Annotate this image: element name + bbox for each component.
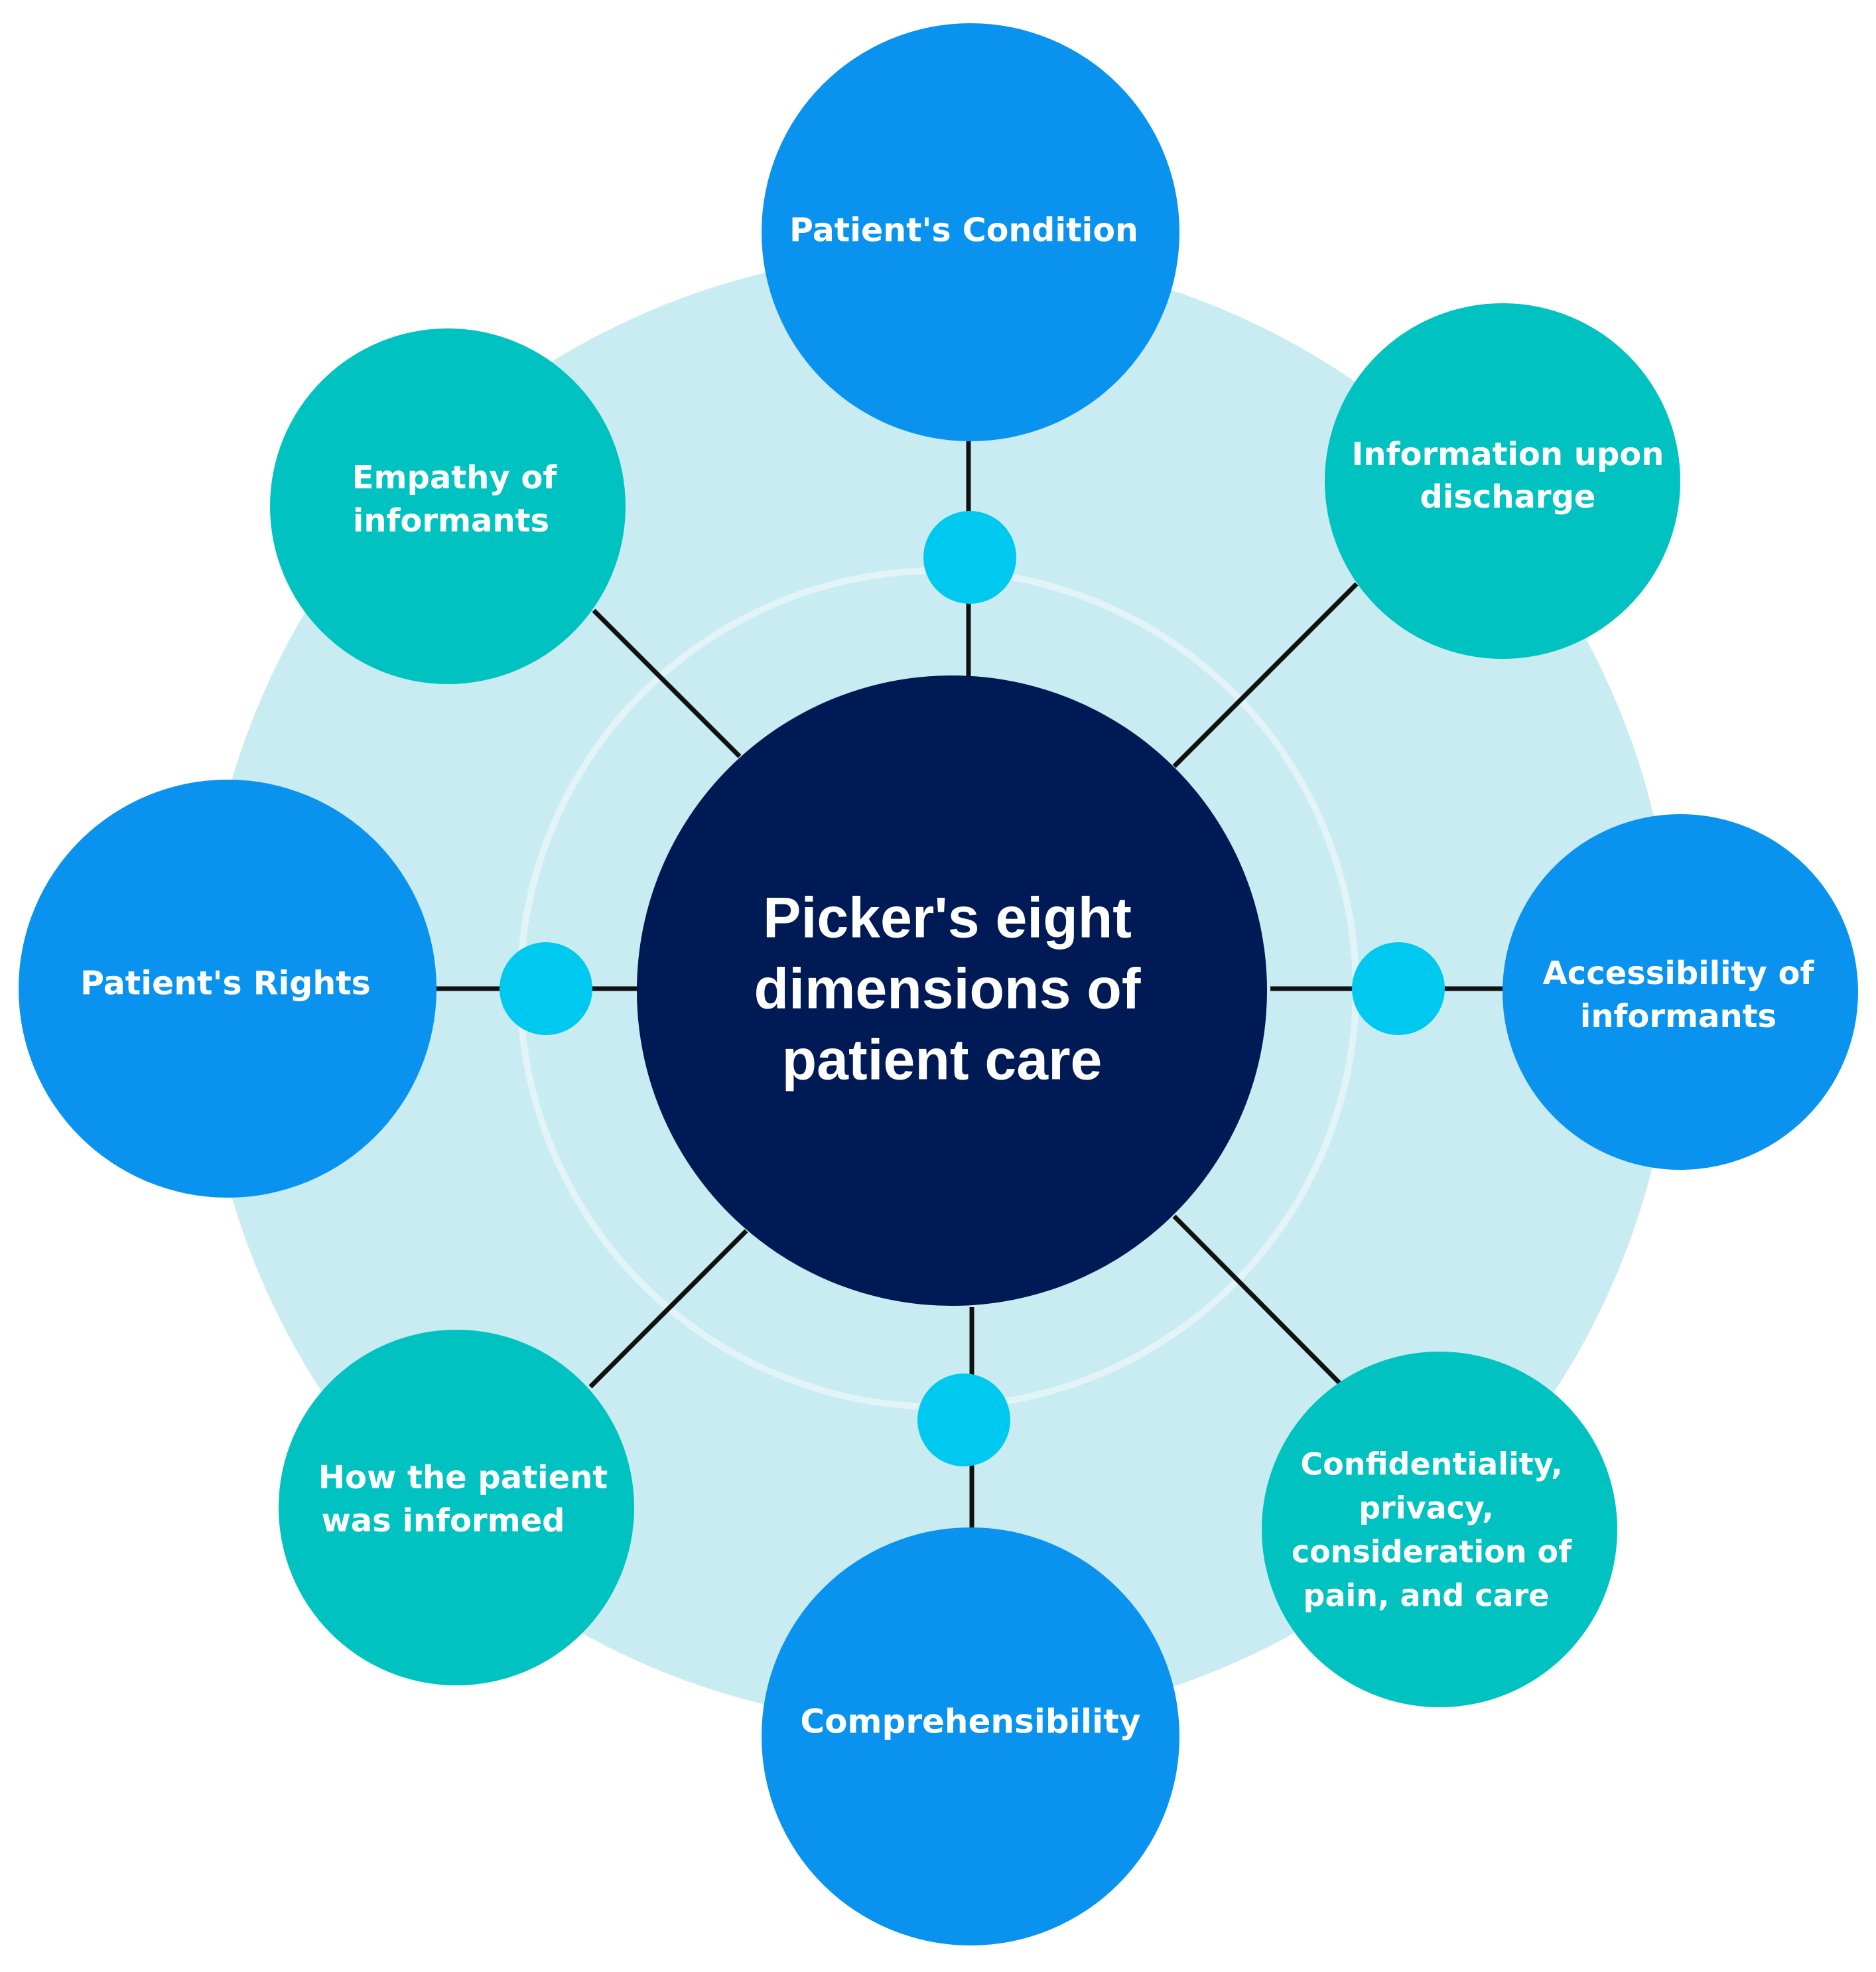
connector-dot-left <box>500 942 592 1035</box>
dimension-node-patients-condition: Patient's Condition <box>762 23 1179 441</box>
dimension-label-confidentiality-privacy-1: Confidentiality, <box>1300 1446 1562 1482</box>
dimension-circle-patients-condition <box>762 23 1179 441</box>
connector-dots <box>500 511 1445 1466</box>
dimension-label-empathy-of-informants-1: Empathy of <box>352 459 558 496</box>
dimension-node-confidentiality-privacy: Confidentiality, privacy, consideration … <box>1262 1352 1617 1707</box>
dimension-node-patients-rights: Patient's Rights <box>19 780 436 1198</box>
connector-line-top-right <box>1172 582 1359 768</box>
connector-dot-right <box>1352 942 1445 1035</box>
dimension-circle-comprehensibility <box>762 1527 1179 1945</box>
dimension-circle-how-patient-was-informed <box>279 1330 634 1685</box>
dimension-label-confidentiality-privacy-3: consideration of <box>1292 1534 1572 1570</box>
connector-line-top-left <box>592 608 742 758</box>
dimension-node-comprehensibility: Comprehensibility <box>762 1527 1179 1945</box>
dimension-label-comprehensibility: Comprehensibility <box>800 1703 1140 1741</box>
dimension-circle-empathy-of-informants <box>270 328 626 684</box>
dimension-label-how-patient-was-informed-1: How the patient <box>318 1459 608 1496</box>
dimension-label-information-upon-discharge-2: discharge <box>1420 478 1596 516</box>
dimension-label-accessibility-of-informants-2: informants <box>1580 998 1776 1035</box>
dimension-node-how-patient-was-informed: How the patient was informed <box>279 1330 634 1685</box>
center-title-line-1: Picker's eight <box>763 886 1132 950</box>
dimension-node-empathy-of-informants: Empathy of informants <box>270 328 626 684</box>
connector-line-bottom-left <box>588 1229 748 1389</box>
dimension-label-confidentiality-privacy-2: privacy, <box>1359 1490 1494 1526</box>
connector-dot-top <box>923 511 1016 604</box>
center-circle <box>637 675 1267 1306</box>
dimension-label-information-upon-discharge-1: Information upon <box>1352 436 1664 473</box>
center-node: Picker's eight dimensions of patient car… <box>637 675 1267 1306</box>
dimension-label-patients-condition: Patient's Condition <box>789 212 1138 249</box>
dimension-circle-confidentiality-privacy <box>1262 1352 1617 1707</box>
connector-line-bottom-right <box>1172 1214 1342 1385</box>
dimension-label-accessibility-of-informants-1: Accessibility of <box>1543 955 1815 992</box>
dimension-circle-information-upon-discharge <box>1325 303 1680 659</box>
dimension-label-patients-rights: Patient's Rights <box>80 965 371 1003</box>
dimension-node-accessibility-of-informants: Accessibility of informants <box>1503 814 1858 1170</box>
dimension-nodes: Patient's Condition Information upon dis… <box>19 23 1858 1945</box>
dimension-circle-patients-rights <box>19 780 436 1198</box>
center-title-line-3: patient care <box>782 1028 1103 1092</box>
dimension-label-confidentiality-privacy-4: pain, and care <box>1304 1578 1550 1614</box>
dimension-node-information-upon-discharge: Information upon discharge <box>1325 303 1680 659</box>
dimension-label-empathy-of-informants-2: informants <box>353 502 549 539</box>
dimension-circle-accessibility-of-informants <box>1503 814 1858 1170</box>
center-title-line-2: dimensions of <box>754 957 1141 1021</box>
connector-dot-bottom <box>917 1373 1010 1466</box>
dimension-label-how-patient-was-informed-2: was informed <box>321 1502 565 1539</box>
